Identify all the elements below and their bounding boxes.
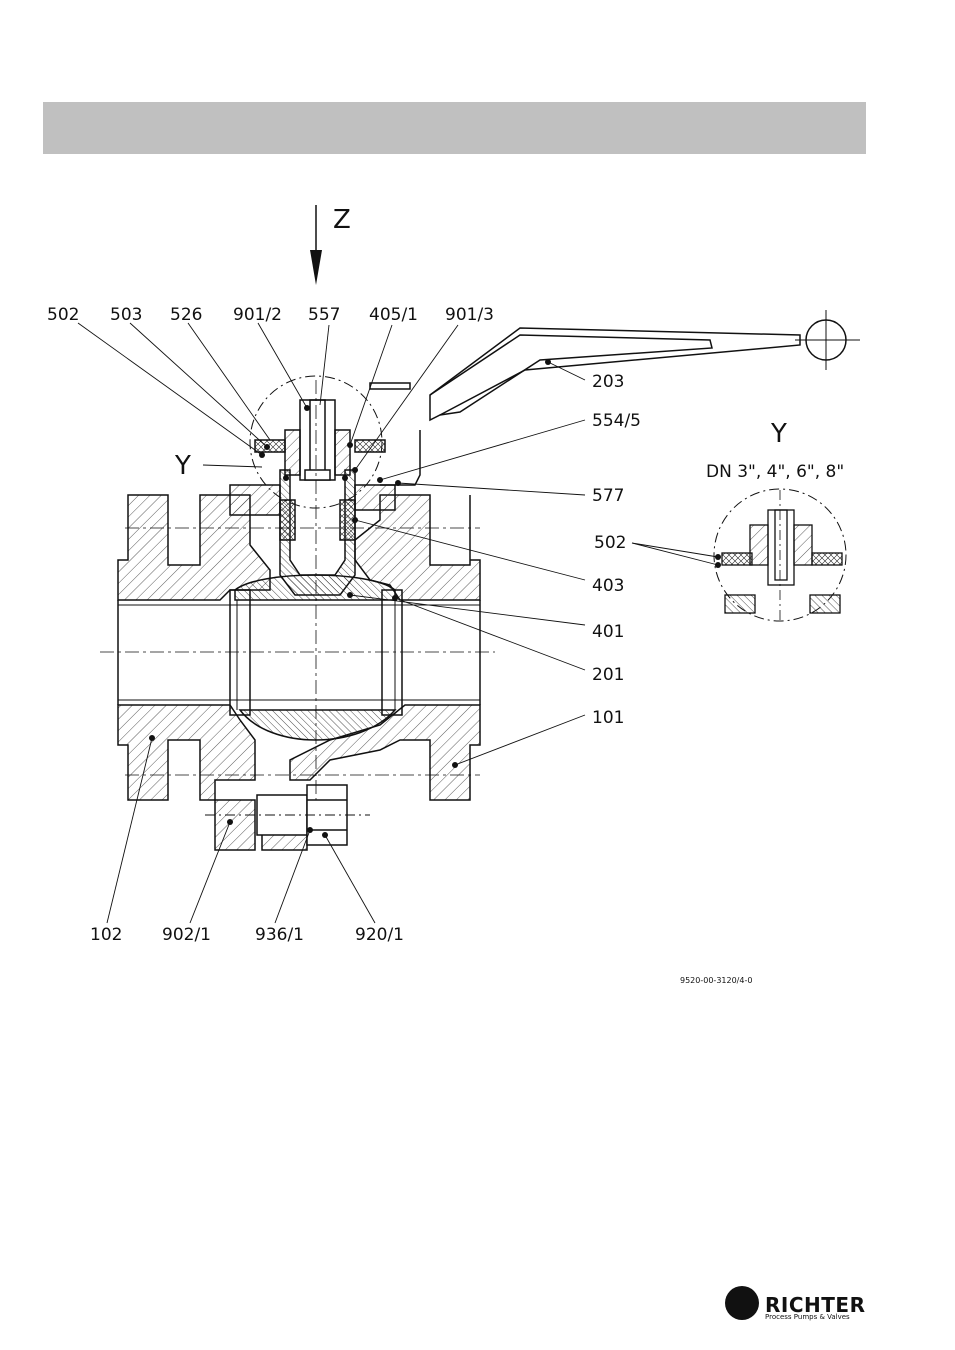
label-554-5: 554/5 <box>592 411 641 431</box>
label-detail-y: Y <box>174 451 191 481</box>
label-203: 203 <box>592 372 624 392</box>
label-405-1: 405/1 <box>369 305 418 325</box>
label-936-1: 936/1 <box>255 925 304 945</box>
detail-y-inset: Y DN 3", 4", 6", 8" 502 <box>594 419 846 621</box>
label-401: 401 <box>592 622 624 642</box>
label-526: 526 <box>170 305 202 325</box>
valve-body <box>118 485 480 800</box>
label-502: 502 <box>47 305 79 325</box>
view-arrow-label: Z <box>333 205 351 235</box>
label-503: 503 <box>110 305 142 325</box>
view-arrow-z: Z <box>310 205 351 285</box>
part-labels: 502 503 526 901/2 557 405/1 901/3 203 55… <box>47 305 641 945</box>
label-201: 201 <box>592 665 624 685</box>
detail-title: Y <box>770 419 787 449</box>
richter-logo-mark-icon <box>725 1286 759 1320</box>
label-577: 577 <box>592 486 624 506</box>
label-920-1: 920/1 <box>355 925 404 945</box>
detail-label-502: 502 <box>594 533 626 553</box>
drawing-number: 9520-00-3120/4-0 <box>680 976 752 985</box>
drain-plug <box>205 785 370 850</box>
label-403: 403 <box>592 576 624 596</box>
label-901-3: 901/3 <box>445 305 494 325</box>
label-901-2: 901/2 <box>233 305 282 325</box>
detail-sizes: DN 3", 4", 6", 8" <box>706 462 844 482</box>
label-557: 557 <box>308 305 340 325</box>
label-102: 102 <box>90 925 122 945</box>
handle-lever <box>370 310 860 485</box>
label-101: 101 <box>592 708 624 728</box>
brand-tagline: Process Pumps & Valves <box>765 1313 850 1321</box>
label-902-1: 902/1 <box>162 925 211 945</box>
